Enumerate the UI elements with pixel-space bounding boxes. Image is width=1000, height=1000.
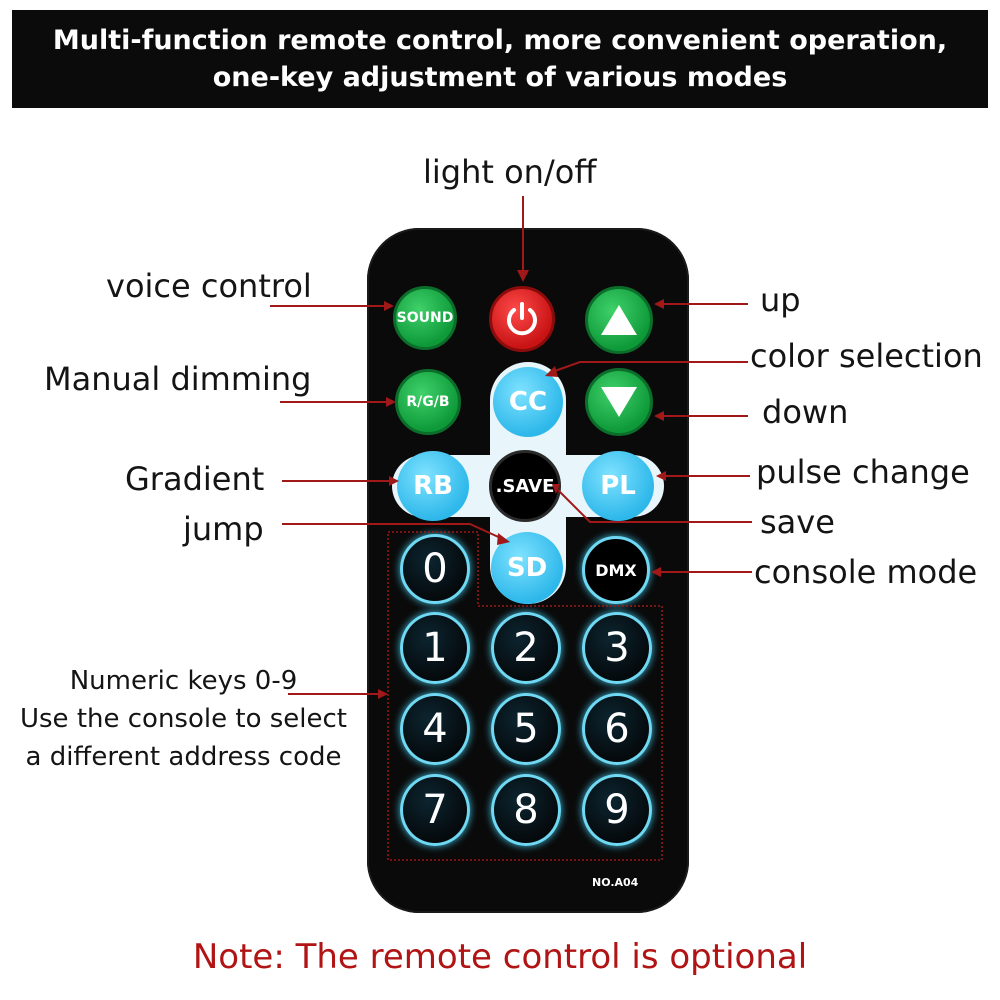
label-numeric-keys: Numeric keys 0-9 Use the console to sele… xyxy=(6,662,361,776)
number-key-1-label: 1 xyxy=(422,625,448,671)
arrow-save xyxy=(552,484,560,494)
arrow-pulse xyxy=(656,471,666,481)
number-key-3[interactable]: 3 xyxy=(582,612,652,684)
arrow-jump xyxy=(497,533,510,545)
save-button[interactable]: .SAVE xyxy=(489,450,561,522)
label-light-on-off: light on/off xyxy=(423,153,597,191)
label-manual-dimming: Manual dimming xyxy=(44,360,312,398)
down-arrow-icon xyxy=(601,387,637,417)
number-key-9[interactable]: 9 xyxy=(582,774,652,846)
save-button-label: .SAVE xyxy=(495,475,555,497)
cc-button-label: CC xyxy=(508,387,548,417)
sd-button-label: SD xyxy=(506,553,548,583)
down-button[interactable] xyxy=(585,368,653,436)
label-down: down xyxy=(762,393,849,431)
model-number: NO.A04 xyxy=(592,876,639,889)
label-gradient: Gradient xyxy=(125,460,265,498)
line-color xyxy=(551,361,748,373)
number-key-6-label: 6 xyxy=(604,706,630,752)
arrow-up xyxy=(654,299,664,309)
number-key-9-label: 9 xyxy=(604,787,630,833)
pl-button-label: PL xyxy=(600,471,636,501)
number-key-7[interactable]: 7 xyxy=(400,774,470,846)
label-up: up xyxy=(760,281,801,319)
number-key-5[interactable]: 5 xyxy=(491,693,561,765)
number-key-0[interactable]: 0 xyxy=(400,534,470,604)
rb-button[interactable]: RB xyxy=(397,451,469,521)
sd-button[interactable]: SD xyxy=(491,532,563,604)
dmx-button[interactable]: DMX xyxy=(582,536,650,604)
label-save: save xyxy=(760,503,835,541)
number-key-2[interactable]: 2 xyxy=(491,612,561,684)
label-numeric-line-2: Use the console to select xyxy=(19,704,347,734)
number-key-1[interactable]: 1 xyxy=(400,612,470,684)
arrow-light xyxy=(517,270,529,282)
label-color-selection: color selection xyxy=(750,337,983,375)
arrow-manual xyxy=(386,397,396,407)
label-voice-control: voice control xyxy=(106,267,312,305)
arrow-gradient xyxy=(389,476,399,486)
sound-button[interactable]: SOUND xyxy=(393,286,457,350)
note-text: Note: The remote control is optional xyxy=(192,937,808,977)
up-button[interactable] xyxy=(585,286,653,354)
banner-line-1: Multi-function remote control, more conv… xyxy=(52,25,948,56)
cc-button[interactable]: CC xyxy=(493,367,563,437)
line-jump xyxy=(282,523,506,541)
rgb-button-label: R/G/B xyxy=(406,394,450,410)
label-jump: jump xyxy=(183,510,264,548)
pl-button[interactable]: PL xyxy=(582,451,654,521)
number-key-7-label: 7 xyxy=(422,787,448,833)
number-key-8[interactable]: 8 xyxy=(491,774,561,846)
number-key-4-label: 4 xyxy=(422,706,448,752)
number-key-5-label: 5 xyxy=(513,706,539,752)
dmx-button-label: DMX xyxy=(595,560,637,580)
label-pulse-change: pulse change xyxy=(756,453,970,491)
power-icon xyxy=(507,302,537,336)
up-arrow-icon xyxy=(601,305,637,335)
number-key-8-label: 8 xyxy=(513,787,539,833)
power-button[interactable] xyxy=(489,286,555,352)
rb-button-label: RB xyxy=(413,471,453,501)
label-numeric-line-3: a different address code xyxy=(25,742,342,772)
numeric-key-outline xyxy=(387,531,663,861)
arrow-down xyxy=(654,411,664,421)
line-save xyxy=(557,489,752,523)
rgb-button[interactable]: R/G/B xyxy=(395,369,461,435)
number-key-4[interactable]: 4 xyxy=(400,693,470,765)
arrow-color xyxy=(545,366,558,377)
number-key-3-label: 3 xyxy=(604,625,630,671)
number-key-0-label: 0 xyxy=(422,546,448,592)
label-console-mode: console mode xyxy=(754,553,978,591)
sound-button-label: SOUND xyxy=(396,310,454,326)
arrow-voice xyxy=(384,301,394,311)
header-banner: Multi-function remote control, more conv… xyxy=(12,10,988,108)
banner-line-2: one-key adjustment of various modes xyxy=(212,62,788,93)
label-numeric-line-1: Numeric keys 0-9 xyxy=(69,666,298,696)
arrow-console xyxy=(651,567,661,577)
number-key-6[interactable]: 6 xyxy=(582,693,652,765)
number-key-2-label: 2 xyxy=(513,625,539,671)
arrow-numeric xyxy=(378,689,388,699)
